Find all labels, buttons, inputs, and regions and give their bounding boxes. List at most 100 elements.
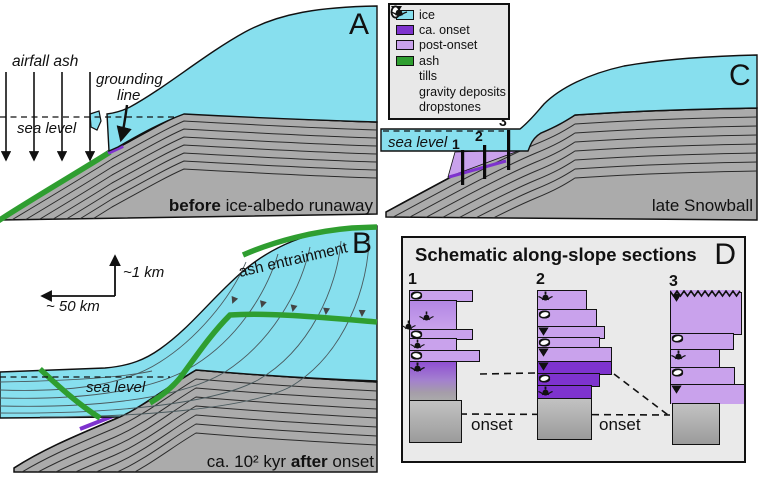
panel-b-letter: B — [352, 227, 372, 260]
dropstone-icon — [410, 339, 425, 349]
dropstone-icon — [401, 320, 416, 330]
ice-sheet-a — [106, 5, 378, 153]
legend-row-gravity-deposits: gravity deposits — [390, 5, 506, 99]
legend: ice ca. onset post-onset ash tills gravi… — [388, 3, 510, 120]
panel-b-caption: ca. 10² kyr after onset — [207, 452, 375, 471]
panel-b: ~1 km ~ 50 km ash entrainment sea level … — [0, 224, 378, 473]
dropstone-icon — [410, 362, 425, 372]
legend-label: dropstones — [419, 100, 481, 115]
ash-swatch — [394, 55, 415, 66]
gravity-deposit-icon — [538, 374, 551, 383]
strat-band-basement — [409, 399, 462, 443]
strat-band-basement — [537, 397, 592, 440]
core-label-1: 1 — [452, 136, 460, 152]
gravity-deposit-icon — [410, 291, 423, 300]
onset-label-right: onset — [599, 415, 641, 434]
column-label-1: 1 — [408, 271, 417, 288]
grounding-label-2: line — [117, 87, 140, 104]
strat-band-ovals — [537, 309, 597, 328]
scale-bars — [40, 254, 121, 302]
dropstone-icon — [538, 291, 553, 301]
legend-row-post-onset: post-onset — [394, 38, 504, 53]
legend-label: post-onset — [419, 38, 478, 53]
panel-a: airfall ash grounding line sea level A b… — [0, 5, 378, 223]
dropstone-icon — [419, 311, 434, 321]
sea-level-label-a: sea level — [17, 120, 77, 137]
strat-band-ovals — [409, 328, 473, 340]
ice-and-sea-ice-c — [380, 54, 758, 152]
sea-level-label-b: sea level — [86, 379, 146, 396]
strat-band-tills — [537, 325, 605, 339]
dropstone-icon — [671, 350, 686, 360]
grounding-line-arrow — [116, 104, 132, 143]
panel-c-caption: late Snowball — [652, 196, 753, 215]
scale-horizontal-label: ~ 50 km — [46, 298, 100, 315]
panel-d-title: Schematic along-slope sections — [415, 244, 697, 265]
strat-column-1 — [401, 290, 480, 443]
correlation-line-1-2 — [479, 372, 536, 375]
legend-label: gravity deposits — [419, 84, 506, 99]
column-label-3: 3 — [669, 273, 678, 290]
gravity-deposit-icon — [671, 368, 684, 377]
legend-row-ash: ash — [394, 53, 504, 68]
correlation-lines — [459, 372, 671, 416]
legend-label: ash — [419, 53, 440, 68]
strat-band-dropstones — [537, 290, 587, 311]
dropstone-icon — [538, 386, 553, 396]
panel-a-letter: A — [349, 8, 369, 41]
till-icon — [538, 327, 549, 336]
airfall-arrows — [0, 72, 96, 162]
panel-c: 1 2 3 sea level C late Snowball — [380, 54, 758, 221]
strat-band-dropstones — [409, 360, 457, 402]
till-icon — [671, 385, 682, 394]
strat-band-ovals — [670, 333, 734, 351]
strat-band-tills — [670, 292, 742, 335]
gravity-deposit-icon — [410, 351, 423, 360]
legend-row-ca-onset: ca. onset — [394, 22, 504, 37]
gravity-deposit-icon — [538, 338, 551, 347]
airfall-ash-label: airfall ash — [12, 53, 78, 70]
ice-flow-lines — [0, 235, 370, 418]
core-label-3: 3 — [499, 113, 507, 129]
ash-bands-b — [38, 224, 378, 421]
onset-label-left: onset — [471, 415, 513, 434]
panel-a-caption: before ice-albedo runaway — [169, 196, 374, 215]
sea-level-label-c: sea level — [388, 134, 448, 151]
core-bars — [461, 130, 511, 185]
strat-band-dropstones — [670, 348, 720, 369]
gravity-deposit-icon — [671, 334, 684, 343]
till-icon — [538, 348, 549, 357]
core-label-2: 2 — [475, 128, 483, 144]
strat-band-dropstones — [401, 300, 457, 331]
legend-label: ca. onset — [419, 23, 470, 38]
legend-row-tills: tills — [391, 6, 504, 84]
strat-band-basement — [672, 402, 720, 445]
strat-column-2 — [537, 290, 612, 440]
legend-label: tills — [419, 69, 438, 84]
strat-band-ovals — [409, 290, 473, 302]
erosional-contact-zigzag — [670, 290, 741, 298]
scale-vertical-label: ~1 km — [123, 264, 164, 281]
panel-d-letter: D — [714, 238, 736, 271]
legend-row-ice: ice — [394, 7, 504, 22]
column-label-2: 2 — [536, 271, 545, 288]
post-onset-swatch — [394, 40, 415, 51]
ca-onset-swatch — [394, 25, 415, 36]
legend-label: ice — [419, 7, 435, 22]
legend-row-dropstones: dropstones — [390, 6, 504, 115]
onset-deposit-a — [107, 144, 124, 155]
iceberg-a — [89, 110, 102, 131]
panel-c-letter: C — [729, 59, 751, 92]
gravity-deposit-icon — [410, 330, 423, 338]
gravity-deposit-icon — [538, 310, 551, 319]
strat-band-ovals — [537, 372, 600, 387]
strat-band-tills — [670, 384, 745, 405]
ash-layer-a — [0, 149, 112, 223]
onset-deposit-c — [448, 159, 507, 179]
correlation-line-2-3 — [613, 373, 669, 416]
strat-column-3 — [670, 290, 745, 445]
panel-d: Schematic along-slope sections D 1 2 3 ons… — [401, 236, 746, 463]
onset-deposit-b — [79, 414, 114, 431]
